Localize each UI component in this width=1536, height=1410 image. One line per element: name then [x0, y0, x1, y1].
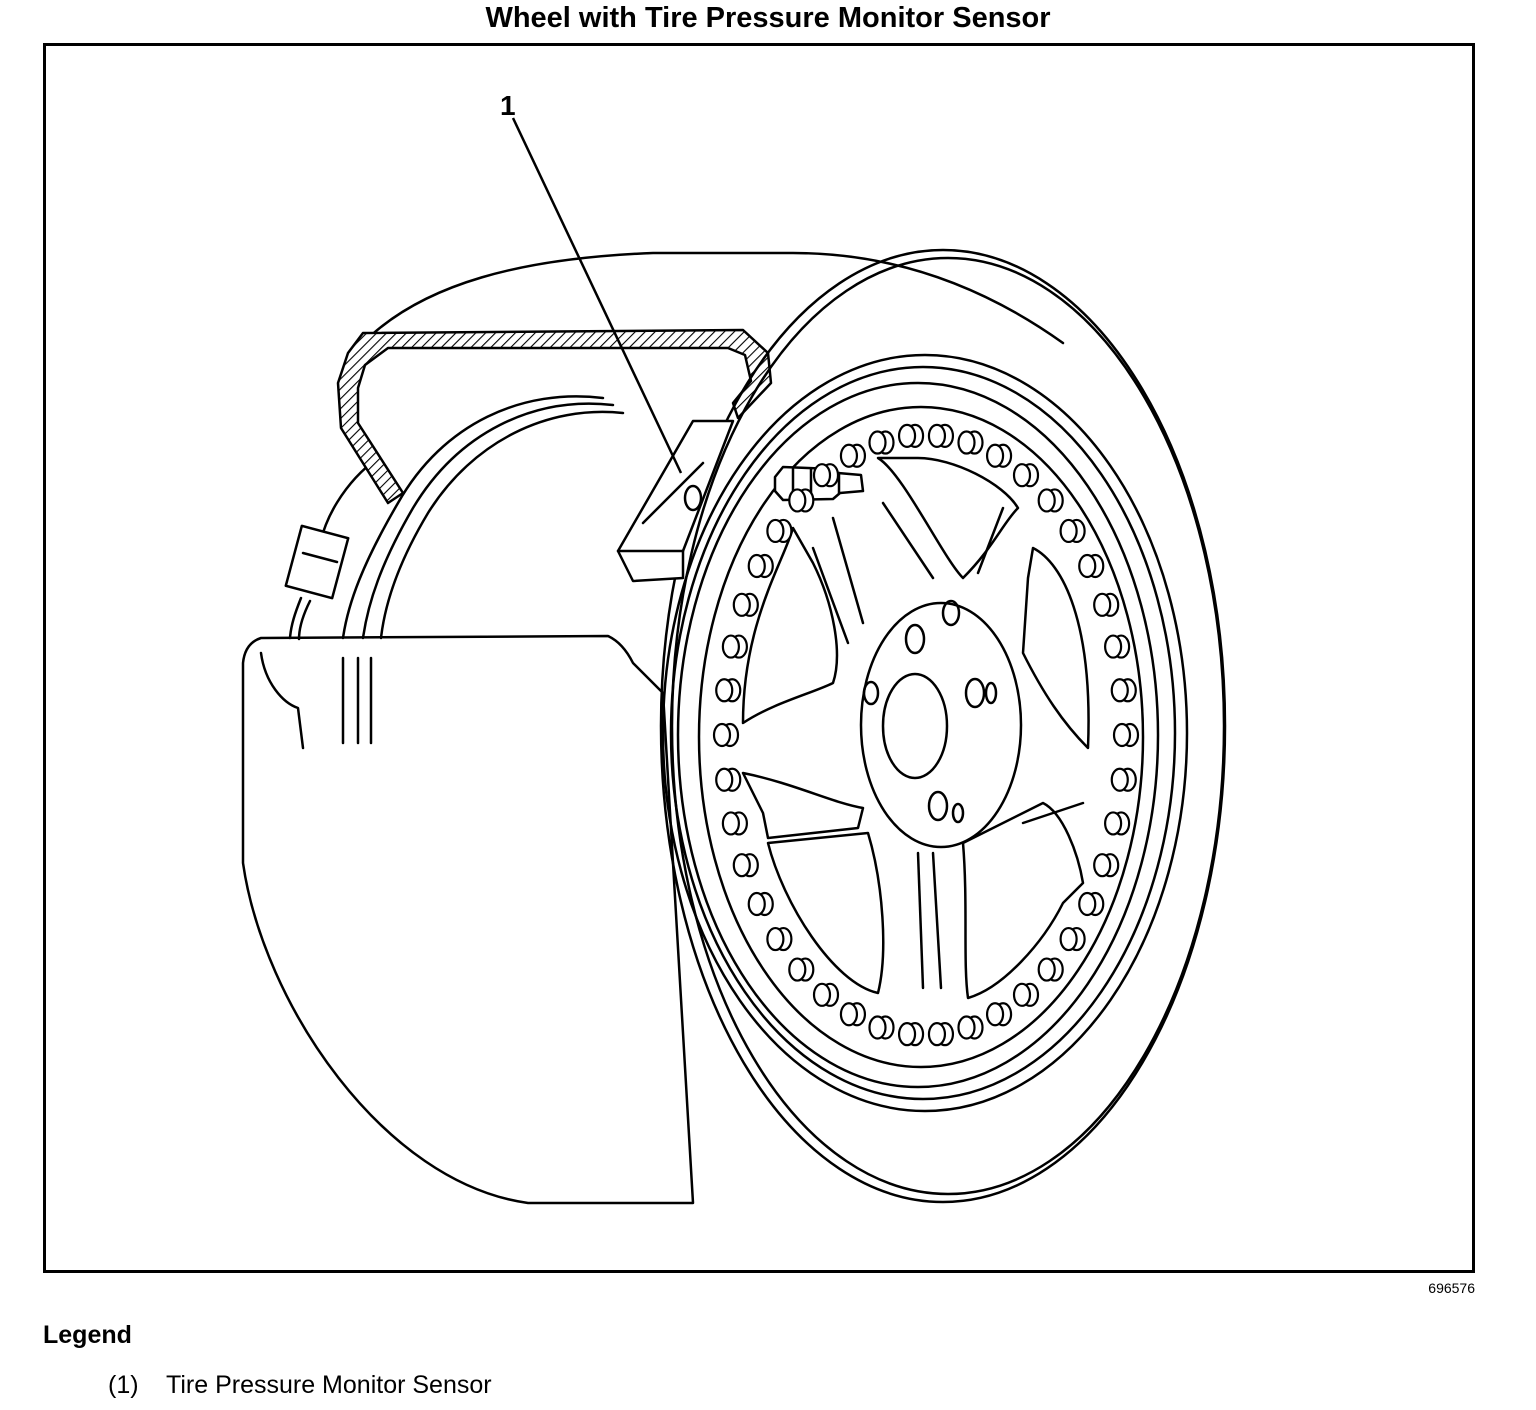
rim-rivet [957, 430, 984, 455]
rim-rivet [868, 1015, 895, 1040]
lug-hole-4 [927, 790, 949, 822]
legend-item: (1) Tire Pressure Monitor Sensor [108, 1371, 492, 1400]
spoke-top [876, 456, 1020, 580]
rim-rivet [732, 592, 759, 617]
rim-rivet [766, 926, 793, 952]
rim-rivet [839, 1002, 867, 1027]
rim-rivet [766, 518, 793, 544]
figure-id: 696576 [1428, 1280, 1475, 1296]
lug-hole-2 [941, 599, 961, 627]
rim-rivet [897, 423, 925, 448]
rim-rivet [927, 423, 955, 448]
rim-rivet [1093, 853, 1120, 878]
rim-rivet [721, 634, 748, 659]
rim-rivet [1078, 891, 1105, 917]
rim-rivet [1012, 463, 1040, 488]
rim-rivet [985, 1002, 1013, 1027]
lug-hole-3 [964, 677, 986, 709]
rim-barrel-inner [341, 395, 605, 640]
wire-connector [284, 524, 350, 600]
rim-rivet [747, 891, 774, 917]
legend-heading: Legend [43, 1321, 132, 1349]
rim-rivet [812, 463, 840, 488]
rim-rivet [715, 678, 742, 703]
rim-rivet [1104, 811, 1131, 836]
rim-rivets [712, 423, 1140, 1047]
diagram-title: Wheel with Tire Pressure Monitor Sensor [485, 2, 1051, 34]
rim-rivet [715, 767, 742, 792]
spoke-right [1021, 546, 1090, 750]
rim-rivet [812, 982, 840, 1007]
rim-rivet [747, 553, 774, 579]
hub-outer [859, 601, 1023, 849]
rim-rivet [1012, 982, 1040, 1007]
rim-inner-edge [697, 405, 1145, 1069]
wheel-illustration: 1 [241, 90, 1227, 1205]
callout-leader [511, 117, 683, 474]
rim-rivet [927, 1022, 955, 1047]
lug-hole-1 [904, 623, 926, 655]
tire-top-contour [361, 251, 1065, 345]
rim-rivet [732, 853, 759, 878]
diagram-frame: 1 [43, 43, 1475, 1273]
rim-rivet [788, 488, 815, 513]
rim-rivet [1037, 957, 1064, 982]
rim-rivet [1078, 553, 1105, 579]
legend-item-label: Tire Pressure Monitor Sensor [166, 1371, 492, 1399]
rim-rivet [1037, 488, 1064, 513]
rim-rivet [1059, 518, 1086, 544]
rim-rivet [897, 1022, 925, 1047]
legend-item-number: (1) [108, 1371, 139, 1399]
rim-rivet [1110, 767, 1137, 792]
rim-rivet [1059, 926, 1086, 952]
rim-rivet [868, 430, 895, 455]
rim-rivet [721, 811, 748, 836]
tire-cutaway [241, 634, 695, 1205]
tire-bead [661, 353, 1189, 1113]
rim-rivet [1104, 634, 1131, 659]
rim-rivet [985, 443, 1013, 468]
rim-rivet [1112, 722, 1140, 748]
lug-hole-5 [862, 680, 880, 706]
spoke-upper-left [741, 526, 839, 725]
hub-bore [881, 672, 949, 780]
rim-rivet [1110, 678, 1137, 703]
rim-rivet [712, 722, 740, 748]
spoke-lower-left [741, 771, 865, 840]
rim-rivet [788, 957, 815, 982]
rim-rivet [839, 443, 867, 468]
rim-rivet [1093, 592, 1120, 617]
rim-rivet [957, 1015, 984, 1040]
callout-number: 1 [500, 90, 516, 121]
spoke-bottom [766, 831, 885, 995]
